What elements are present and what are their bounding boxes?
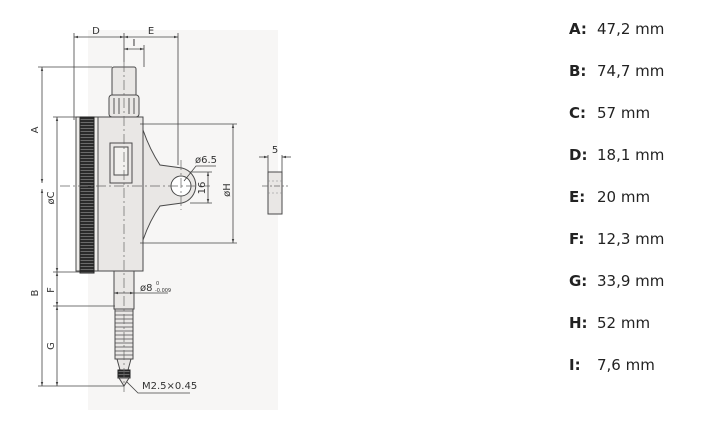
label-stem-tol-upper: 0 [156,281,159,287]
spec-value: 57 mm [597,104,651,122]
label-g: G [46,342,57,350]
spec-value: 47,2 mm [597,20,665,38]
label-a: A [30,126,41,133]
label-hole-diameter: ø6.5 [195,155,217,166]
spec-value: 7,6 mm [597,356,655,374]
spec-row-a: A: 47,2 mm [569,20,719,62]
spec-key: D: [569,146,588,164]
spec-value: 12,3 mm [597,230,665,248]
spec-value: 20 mm [597,188,651,206]
spec-key: I: [569,356,581,374]
spec-row-h: H: 52 mm [569,314,719,356]
spec-row-b: B: 74,7 mm [569,62,719,104]
label-contact-thread: M2.5×0.45 [142,381,197,392]
label-h: øH [222,183,233,197]
spec-key: H: [569,314,588,332]
spec-key: E: [569,188,586,206]
spec-row-d: D: 18,1 mm [569,146,719,188]
spec-value: 18,1 mm [597,146,665,164]
dial-body [75,116,197,274]
knurled-bezel [79,116,95,274]
dial-indicator-technical-drawing: D E I A B øC F G øH 16 ø6.5 5 ø8 0 -0.00… [30,26,291,394]
label-e: E [148,26,154,37]
label-stem-tol-lower: -0.009 [155,288,171,294]
spec-row-i: I: 7,6 mm [569,356,719,398]
spec-key: B: [569,62,587,80]
spec-key: C: [569,104,587,122]
spec-value: 33,9 mm [597,272,665,290]
dimension-spec-list: A: 47,2 mm B: 74,7 mm C: 57 mm D: 18,1 mm E:… [569,20,719,398]
label-lug-height: 16 [197,182,208,195]
spec-value: 52 mm [597,314,651,332]
label-lug-thickness: 5 [272,145,278,156]
label-f: F [46,287,57,293]
spec-value: 74,7 mm [597,62,665,80]
lug-side-view [259,155,291,215]
spec-key: G: [569,272,588,290]
top-cap [108,66,140,118]
spec-row-e: E: 20 mm [569,188,719,230]
center-lines [60,62,210,392]
label-b: B [30,289,41,296]
spec-key: F: [569,230,585,248]
label-i: I [133,38,136,49]
spec-row-c: C: 57 mm [569,104,719,146]
label-c: øC [46,191,57,204]
spec-row-f: F: 12,3 mm [569,230,719,272]
label-d: D [92,26,100,37]
spec-row-g: G: 33,9 mm [569,272,719,314]
dimension-lines [38,33,237,394]
label-stem-diameter: ø8 [140,283,152,294]
spec-key: A: [569,20,587,38]
